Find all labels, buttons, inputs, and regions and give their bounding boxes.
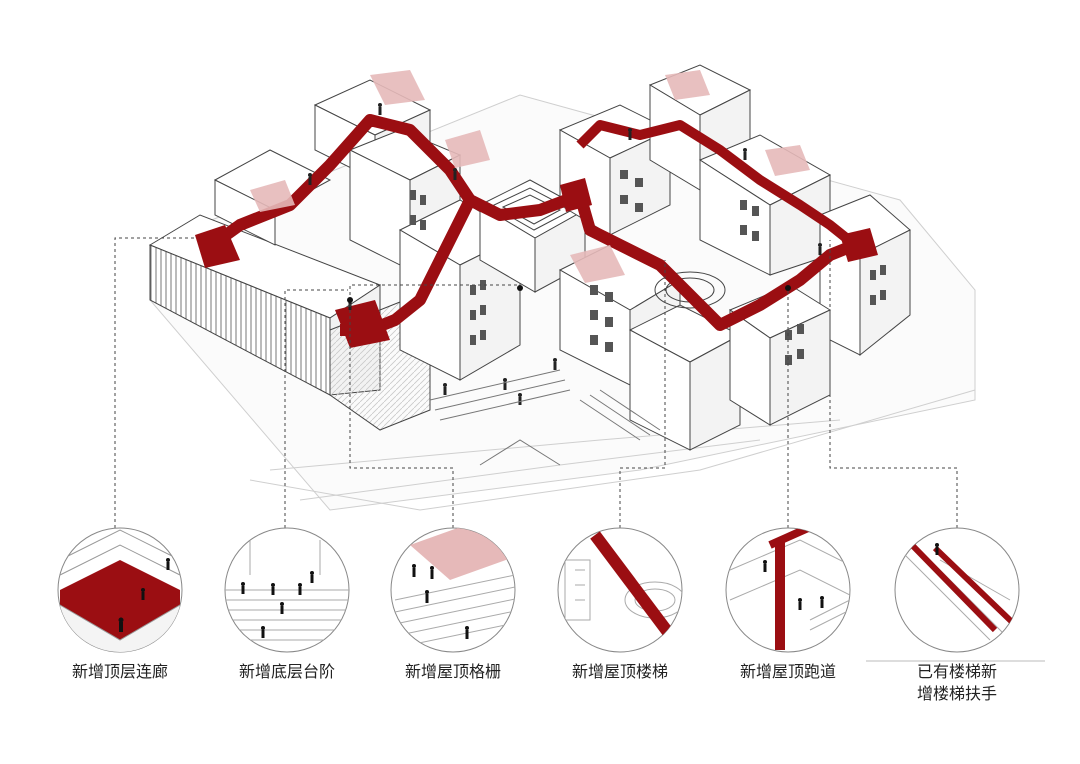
label-new-ground-steps: 新增底层台阶: [238, 662, 335, 681]
label-new-roof-stair: 新增屋顶楼梯: [571, 662, 668, 681]
roof-highlights: [250, 70, 810, 283]
windows: [410, 170, 886, 365]
people: [308, 103, 822, 405]
label-new-roof-track: 新增屋顶跑道: [739, 662, 836, 681]
label-stair-handrail: 已有楼梯新 增楼梯扶手: [916, 662, 997, 703]
detail-roof-grille: [390, 527, 516, 653]
detail-stair-handrail: [894, 527, 1020, 653]
detail-roof-stair: [557, 527, 683, 653]
detail-roof-track: [725, 527, 851, 653]
label-new-roof-grille: 新增屋顶格栅: [404, 662, 501, 681]
detail-top-corridor: [57, 527, 183, 653]
plaza-steps: [429, 369, 661, 466]
detail-ground-steps: [224, 527, 350, 653]
leader-dots: [347, 285, 791, 303]
label-new-top-corridor: 新增顶层连廊: [71, 662, 168, 681]
leader-lines: [114, 237, 958, 528]
